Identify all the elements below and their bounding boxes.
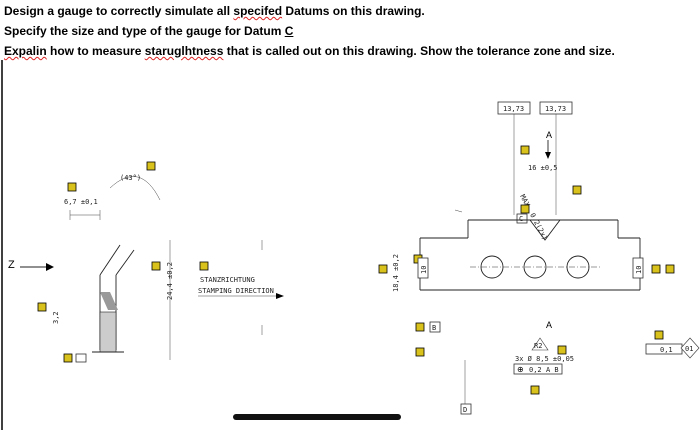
datum-z-label: Z [8, 259, 15, 271]
datum-b-box [429, 321, 441, 333]
question-3-misspelling-1: Expalin [4, 44, 47, 58]
right-view: 13,73 13,73 A 16 ±0,5 MAX. 0,2(2x) C [261, 101, 700, 415]
callout-tag [654, 330, 664, 340]
left-view: Z 6,7 ±0,1 (43°) 3,2 24,4 ±0,2 STANZRICH… [8, 161, 284, 363]
question-2: Specify the size and type of the gauge f… [4, 24, 293, 38]
stamping-de: STANZRICHTUNG [200, 276, 255, 284]
callout-tag [63, 353, 73, 363]
question-2-start: Specify the size and type of the gauge f… [4, 24, 285, 38]
technical-drawing: Z 6,7 ±0,1 (43°) 3,2 24,4 ±0,2 STANZRICH… [1, 60, 700, 430]
radius-label: R2 [534, 342, 542, 350]
callout-tag [572, 185, 582, 195]
callout-tag [557, 345, 567, 355]
callout-tag [415, 347, 425, 357]
dim-a: 13,73 [503, 105, 524, 113]
datum-z-arrow-icon [46, 263, 54, 271]
callout-tag [651, 264, 661, 274]
question-1-end: Datums on this drawing. [282, 4, 425, 18]
datum-c-label: C [519, 215, 523, 223]
dim-side: 24,4 ±0,2 [166, 262, 174, 300]
callout-tag [199, 261, 209, 271]
callout-tag [415, 322, 425, 332]
scroll-indicator-bar [233, 414, 401, 420]
dim-b: 13,73 [545, 105, 566, 113]
datum-b-label: B [432, 324, 436, 332]
stamping-arrow-icon [276, 293, 284, 299]
angle-label: (43°) [120, 174, 141, 182]
callout-tag [378, 264, 388, 274]
callout-tag [520, 145, 530, 155]
callout-tag [520, 204, 530, 214]
position-tolerance: 0,2 [529, 366, 542, 374]
section-a-arrow-icon [545, 152, 551, 159]
right-tolerance: 0,1 [660, 346, 673, 354]
position-refs: A B [546, 366, 559, 374]
dim-small: 3,2 [52, 311, 60, 324]
datum-d-box [460, 403, 472, 415]
question-3-misspelling-2: staruglhtness [144, 44, 224, 58]
dim-left-height: 18,4 ±0,2 [392, 254, 400, 292]
hole-2 [523, 255, 547, 279]
datum-d-label: D [463, 406, 467, 414]
dim-top: 6,7 ±0,1 [64, 198, 98, 206]
right-flat-label: 10 [635, 266, 643, 274]
angle-arc [109, 176, 161, 201]
callout-tag [530, 385, 540, 395]
v-notch [529, 219, 561, 241]
right-flat-box [632, 257, 644, 279]
mid-flat-box [417, 257, 429, 279]
question-1: Design a gauge to correctly simulate all… [4, 4, 425, 18]
callout-tag [665, 264, 675, 274]
question-3: Expalin how to measure staruglhtness tha… [4, 44, 615, 58]
callout-tag [37, 302, 47, 312]
position-tolerance-frame [513, 363, 563, 375]
section-a-top: A [546, 130, 552, 140]
datum-c-box [516, 213, 528, 224]
balloon-diamond-icon [680, 337, 700, 359]
question-1-start: Design a gauge to correctly simulate all [4, 4, 234, 18]
radius-marker-icon [531, 337, 549, 351]
position-icon: ⊕ [517, 365, 524, 374]
part-hatched-segment [100, 292, 118, 310]
question-2-datum-letter: C [284, 24, 294, 38]
balloon-label: 01 [685, 345, 693, 353]
callout-tag [146, 161, 156, 171]
callout-tag [67, 182, 77, 192]
question-1-misspelling: specifed [233, 4, 283, 18]
question-3-end: that is called out on this drawing. Show… [223, 44, 615, 58]
callout-tag [151, 261, 161, 271]
dim-width: 16 ±0,5 [528, 164, 558, 172]
section-a-bottom: A [546, 320, 552, 330]
hole-callout: 3x Ø 8,5 ±0,05 [515, 355, 574, 363]
mid-flat-label: 10 [420, 266, 428, 274]
datum-box [75, 353, 87, 363]
stamping-en: STAMPING DIRECTION [198, 287, 274, 295]
question-3-mid: how to measure [46, 44, 145, 58]
part-body [99, 311, 117, 353]
